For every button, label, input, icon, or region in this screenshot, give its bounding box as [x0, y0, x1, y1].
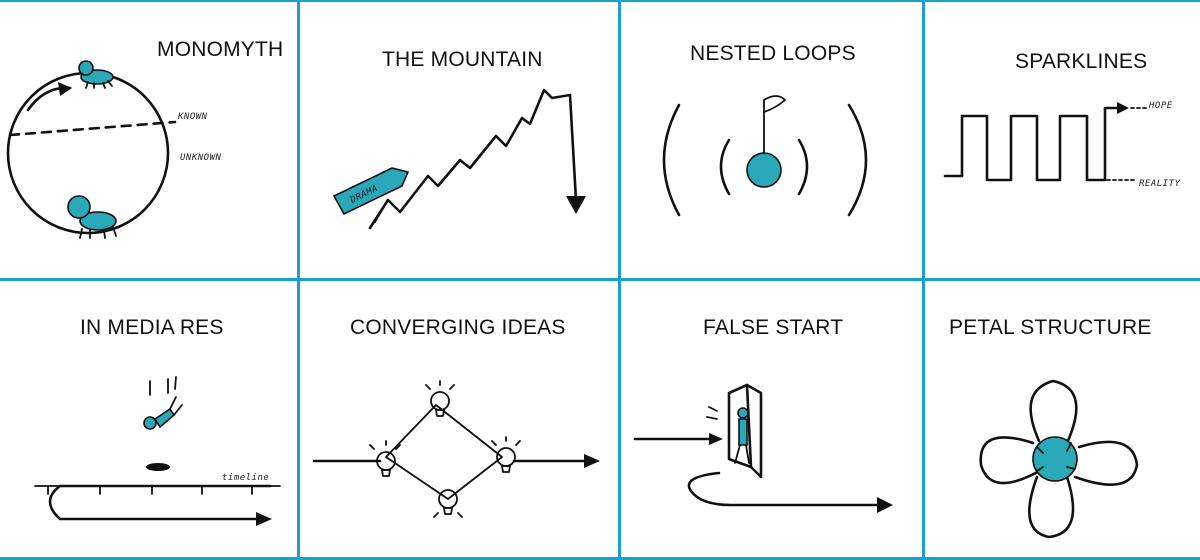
false-start-diagram	[633, 383, 893, 513]
panel-title: IN MEDIA RES	[80, 316, 224, 339]
grid-divider-3	[922, 0, 925, 560]
panel-petal-structure: PETAL STRUCTURE	[925, 281, 1200, 557]
panel-title: MONOMYTH	[157, 38, 284, 61]
grid-divider-1	[297, 0, 300, 560]
known-label: KNOWN	[177, 112, 208, 122]
unknown-label: UNKNOWN	[180, 153, 222, 163]
person-icon	[734, 407, 750, 464]
panel-converging-ideas: CONVERGING IDEAS	[300, 281, 618, 557]
grid-middle-line	[0, 278, 1200, 281]
hope-label: HOPE	[1148, 101, 1173, 111]
monomyth-diagram: KNOWN UNKNOWN	[6, 60, 222, 239]
door-icon	[727, 383, 763, 479]
lion-bottom-icon	[67, 195, 117, 239]
panel-false-start: FALSE START	[621, 281, 922, 557]
note-icon	[746, 95, 786, 188]
grid-bottom-border	[0, 557, 1200, 560]
mountain-diagram: DRAMA	[332, 88, 586, 230]
panel-monomyth: MONOMYTH KNOWN UNKNOWN	[0, 0, 297, 278]
lightbulb-bottom-icon	[433, 489, 463, 518]
petal-flower-icon	[979, 379, 1139, 539]
sparklines-diagram: HOPE REALITY	[943, 101, 1181, 189]
panel-title: PETAL STRUCTURE	[949, 316, 1152, 339]
panel-in-media-res: IN MEDIA RES timeline	[0, 281, 297, 557]
timeline-label: timeline	[222, 473, 269, 483]
panel-title: NESTED LOOPS	[690, 42, 856, 65]
lightbulb-right-icon	[491, 436, 521, 473]
lion-top-icon	[78, 60, 114, 89]
falling-person-icon	[143, 376, 183, 430]
nested-loops-diagram	[662, 95, 868, 217]
panel-title: SPARKLINES	[1015, 50, 1148, 73]
panel-title: CONVERGING IDEAS	[350, 316, 566, 339]
petal-structure-diagram	[979, 379, 1139, 539]
in-media-res-diagram: timeline	[34, 376, 281, 526]
drama-sign: DRAMA	[332, 167, 410, 223]
panel-title: THE MOUNTAIN	[382, 48, 543, 71]
reality-label: REALITY	[1139, 179, 1181, 189]
panel-sparklines: SPARKLINES HOPE REALITY	[925, 0, 1200, 278]
panel-nested-loops: NESTED LOOPS	[621, 0, 922, 278]
lightbulb-left-icon	[369, 440, 401, 477]
panel-the-mountain: THE MOUNTAIN DRAMA	[300, 0, 618, 278]
lightbulb-top-icon	[425, 380, 455, 417]
converging-ideas-diagram	[312, 380, 600, 518]
panel-title: FALSE START	[703, 316, 844, 339]
grid-divider-2	[618, 0, 621, 560]
grid-top-border	[0, 0, 1200, 2]
